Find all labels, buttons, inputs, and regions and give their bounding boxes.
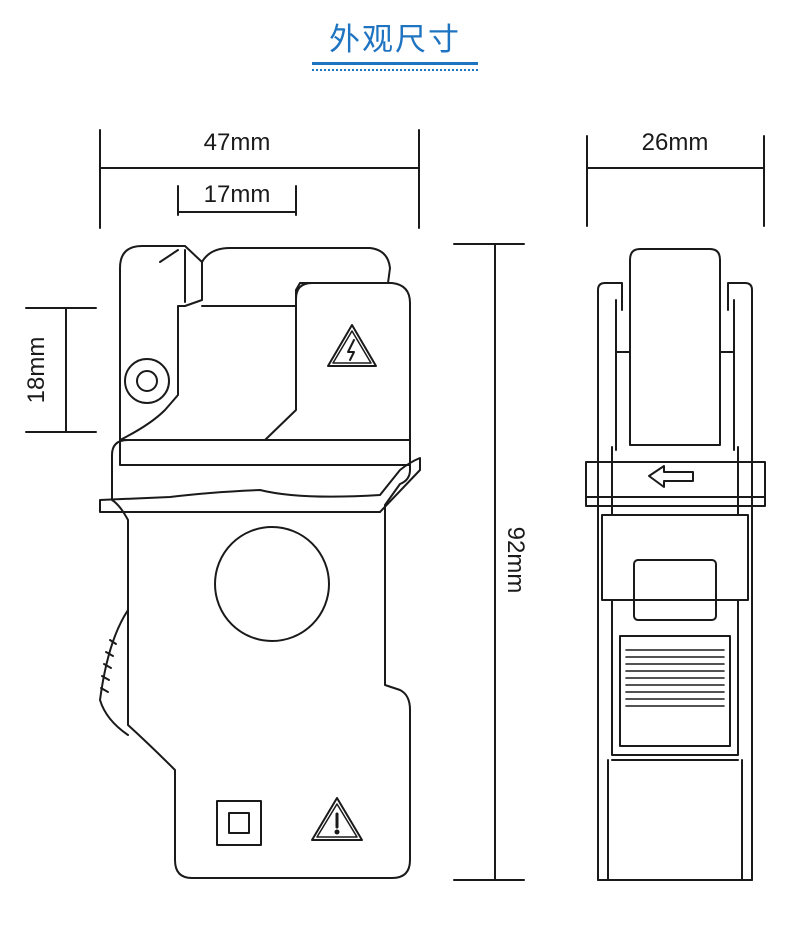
dim-92mm-lines: [453, 243, 525, 881]
collar-band: [99, 457, 421, 513]
left-jaw: [119, 245, 203, 441]
trigger-ridges: [100, 639, 117, 693]
side-view: [585, 248, 766, 881]
title-underline: [312, 62, 478, 65]
dim-17mm-lines: [177, 185, 297, 216]
side-grip-inner: [619, 635, 731, 747]
dim-label-depth: 26mm: [642, 129, 709, 156]
front-view: [99, 245, 421, 879]
side-grip-panel: [611, 599, 739, 756]
pivot-inner: [136, 370, 158, 392]
dim-18mm-lines: [25, 307, 97, 433]
main-body: [111, 439, 411, 879]
title-underline-dotted: [312, 69, 478, 71]
dim-label-height-total: 92mm: [502, 527, 529, 594]
upper-arm: [201, 247, 391, 307]
center-hole: [214, 526, 330, 642]
side-trigger: [99, 609, 129, 736]
double-square-icon: [216, 800, 262, 846]
left-rail: [597, 282, 623, 881]
pivot-outer: [124, 358, 170, 404]
dim-26mm-lines: [586, 135, 765, 227]
grip-ridges: [625, 649, 725, 707]
right-rail: [727, 282, 753, 881]
side-roller: [633, 559, 717, 621]
high-voltage-warning-icon: [327, 324, 377, 367]
right-jaw: [119, 282, 411, 466]
dim-47mm-lines: [99, 129, 420, 229]
dim-label-opening-height: 18mm: [23, 337, 50, 404]
side-top-jaw: [629, 248, 721, 446]
side-collar: [585, 461, 766, 507]
arrow-left-icon: [648, 465, 694, 488]
dim-label-width-total: 47mm: [204, 129, 271, 156]
page-title: 外观尺寸: [329, 22, 461, 58]
dim-label-opening-width: 17mm: [204, 181, 271, 208]
caution-warning-icon: [311, 797, 363, 841]
